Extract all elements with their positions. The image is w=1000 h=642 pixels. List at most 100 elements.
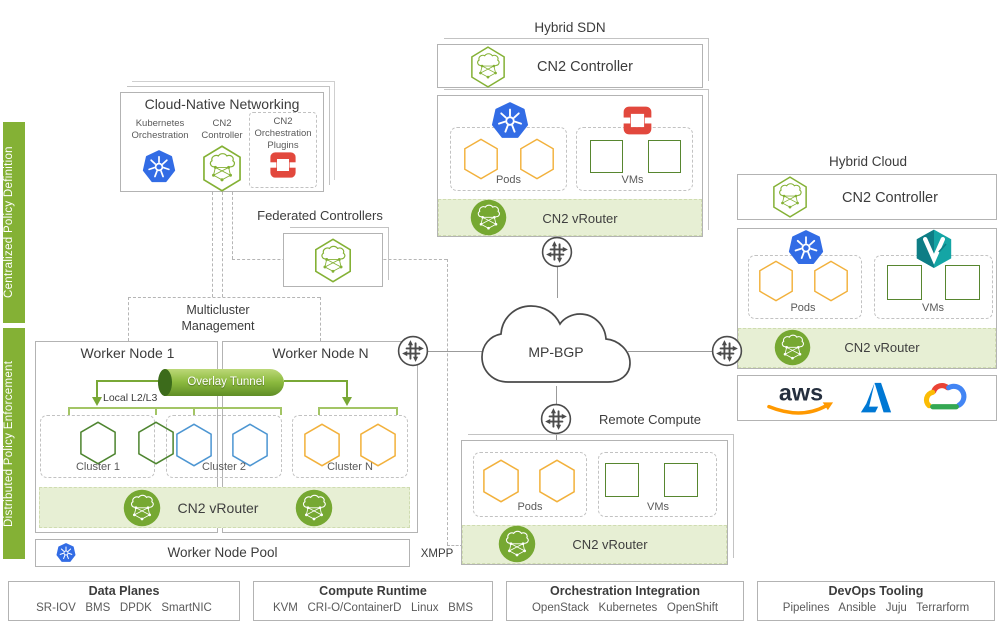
azure-logo [857, 380, 895, 416]
kubernetes-icon [788, 230, 824, 266]
router-icon [540, 403, 572, 435]
pod-hexagon [813, 260, 849, 302]
compute-runtime-items: KVM CRI-O/ContainerD Linux BMS [272, 602, 474, 614]
kubernetes-icon [491, 102, 529, 140]
pods-label: Pods [790, 302, 816, 314]
google-cloud-logo [916, 380, 972, 416]
data-planes-box [8, 581, 240, 621]
hybrid-sdn-title: Hybrid SDN [534, 20, 606, 35]
remote-vrouter-label: CN2 vRouter [572, 537, 648, 552]
orchestration-integration-box [506, 581, 744, 621]
cn2-controller-icon [469, 46, 507, 88]
dashed-connector [320, 297, 321, 341]
tunnel-line [284, 380, 347, 382]
worker-vrouter-label: CN2 vRouter [177, 500, 259, 516]
down-arrow [92, 397, 102, 406]
remote-pods-box [473, 452, 587, 517]
tunnel-line [346, 380, 348, 398]
cluster-n-label: Cluster N [327, 461, 373, 473]
vm-square [887, 265, 922, 300]
cn2-vrouter-icon [470, 199, 507, 236]
worker-node-1-title: Worker Node 1 [80, 345, 175, 361]
dashed-connector [447, 545, 463, 546]
hybrid-cloud-controller-label: CN2 Controller [842, 190, 938, 206]
xmpp-label: XMPP [420, 548, 454, 560]
cluster-2-label: Cluster 2 [201, 461, 247, 473]
cn2-controller-icon [771, 176, 809, 218]
vm-square [664, 463, 698, 497]
dashed-connector [128, 297, 129, 341]
router-icon [711, 335, 743, 367]
vm-square [590, 140, 623, 173]
cn2-vrouter-icon [498, 525, 536, 563]
tunnel-line [96, 380, 98, 398]
cn2-controller-icon [201, 145, 243, 192]
vms-label: VMs [922, 302, 944, 314]
worker-vrouter-bar [39, 487, 410, 528]
vms-label: VMs [621, 174, 644, 186]
kubernetes-icon [142, 150, 176, 184]
vm-square [648, 140, 681, 173]
solid-connector [628, 351, 738, 352]
distribution-line [68, 407, 70, 415]
pod-hexagon [482, 459, 520, 503]
pod-hexagon [538, 459, 576, 503]
devops-tooling-box [757, 581, 995, 621]
worker-node-n-title: Worker Node N [272, 345, 369, 361]
compute-runtime-box [253, 581, 493, 621]
local-l2-l3-label: Local L2/L3 [103, 392, 158, 404]
cluster-n-box [292, 415, 408, 478]
kubernetes-icon [56, 543, 76, 563]
cluster-2-box [166, 415, 282, 478]
distribution-line [280, 407, 282, 415]
distributed-policy-bar: Distributed Policy Enforcement [3, 328, 25, 559]
multicluster-management-label: Multicluster Management [181, 303, 255, 333]
overlay-tunnel-label: Overlay Tunnel [187, 376, 265, 388]
mp-bgp-label: MP-BGP [528, 344, 584, 360]
compute-runtime-title: Compute Runtime [319, 584, 427, 598]
data-planes-title: Data Planes [88, 584, 160, 598]
distribution-line [318, 407, 320, 415]
cn2-controller-label: CN2 Controller [201, 118, 243, 141]
cluster-hexagon [79, 420, 117, 466]
distribution-line [318, 407, 398, 409]
router-icon [397, 335, 429, 367]
devops-tooling-items: Pipelines Ansible Juju Terrarform [782, 602, 970, 614]
hybrid-cloud-vrouter-label: CN2 vRouter [844, 340, 920, 355]
dashed-connector [222, 192, 223, 297]
distribution-line [396, 407, 398, 415]
remote-compute-title: Remote Compute [599, 412, 701, 427]
distribution-line [68, 407, 282, 409]
remote-vms-box [598, 452, 717, 517]
dashed-connector [128, 297, 320, 298]
mp-bgp-cloud [481, 305, 631, 383]
cn2-vrouter-icon [774, 329, 811, 366]
aws-logo [762, 378, 840, 418]
cn2-plugins-box [249, 112, 317, 188]
down-arrow [342, 397, 352, 406]
centralized-policy-bar: Centralized Policy Definition [3, 122, 25, 323]
router-icon [541, 236, 573, 268]
devops-tooling-title: DevOps Tooling [828, 584, 924, 598]
vms-label: VMs [647, 501, 669, 513]
hybrid-cloud-title: Hybrid Cloud [828, 154, 908, 169]
data-planes-items: SR-IOV BMS DPDK SmartNIC [36, 602, 212, 614]
openstack-icon [268, 150, 298, 180]
solid-connector [418, 351, 482, 352]
orchestration-integration-title: Orchestration Integration [549, 584, 701, 598]
worker-node-pool-box [35, 539, 410, 567]
cn2-vrouter-icon [123, 489, 161, 527]
cn2-controller-icon [313, 238, 353, 283]
cn2-plugins-label: CN2 Orchestration Plugins [254, 116, 312, 151]
tunnel-line [97, 380, 166, 382]
dashed-connector [232, 192, 233, 259]
hybrid-sdn-controller-label: CN2 Controller [537, 59, 633, 75]
overlay-tunnel-cap [158, 369, 172, 396]
worker-node-pool-label: Worker Node Pool [167, 545, 278, 560]
pod-hexagon [758, 260, 794, 302]
dashed-connector-xmpp [447, 259, 448, 545]
vmware-tanzu-icon [914, 228, 954, 268]
overlay-tunnel [164, 369, 284, 396]
dashed-connector [212, 192, 213, 297]
